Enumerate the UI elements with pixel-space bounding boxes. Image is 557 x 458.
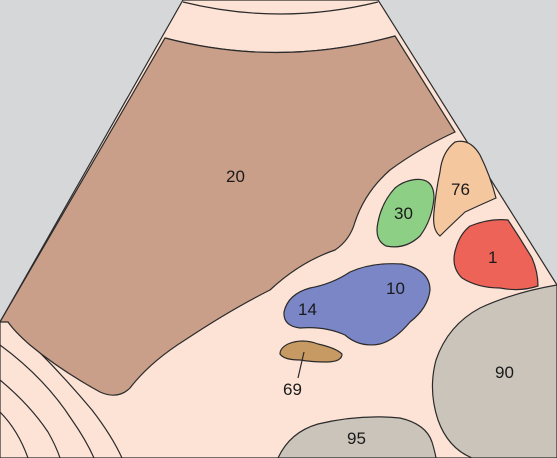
gallbladder-structure-30 (376, 178, 435, 248)
structure-90 (431, 284, 557, 458)
label-30: 30 (394, 204, 413, 223)
label-1: 1 (488, 248, 497, 267)
kidney-structure-1 (453, 219, 539, 291)
wall-layer-line-2 (0, 344, 95, 458)
label-90: 90 (495, 363, 514, 382)
wall-layer-line-4 (0, 411, 29, 458)
label-10: 10 (386, 279, 405, 298)
structure-95 (277, 416, 437, 458)
wall-layer-line-3 (0, 379, 61, 458)
label-95: 95 (347, 429, 366, 448)
structure-10-14 (283, 263, 431, 346)
label-14: 14 (298, 300, 317, 319)
label-20: 20 (226, 167, 245, 186)
structure-69 (279, 340, 343, 363)
label-76: 76 (451, 180, 470, 199)
liver-structure-20 (0, 35, 456, 396)
near-field-arc-outer (182, 1, 379, 15)
label-69-pointer (297, 351, 305, 379)
label-69: 69 (283, 380, 302, 399)
structure-76 (433, 140, 497, 237)
